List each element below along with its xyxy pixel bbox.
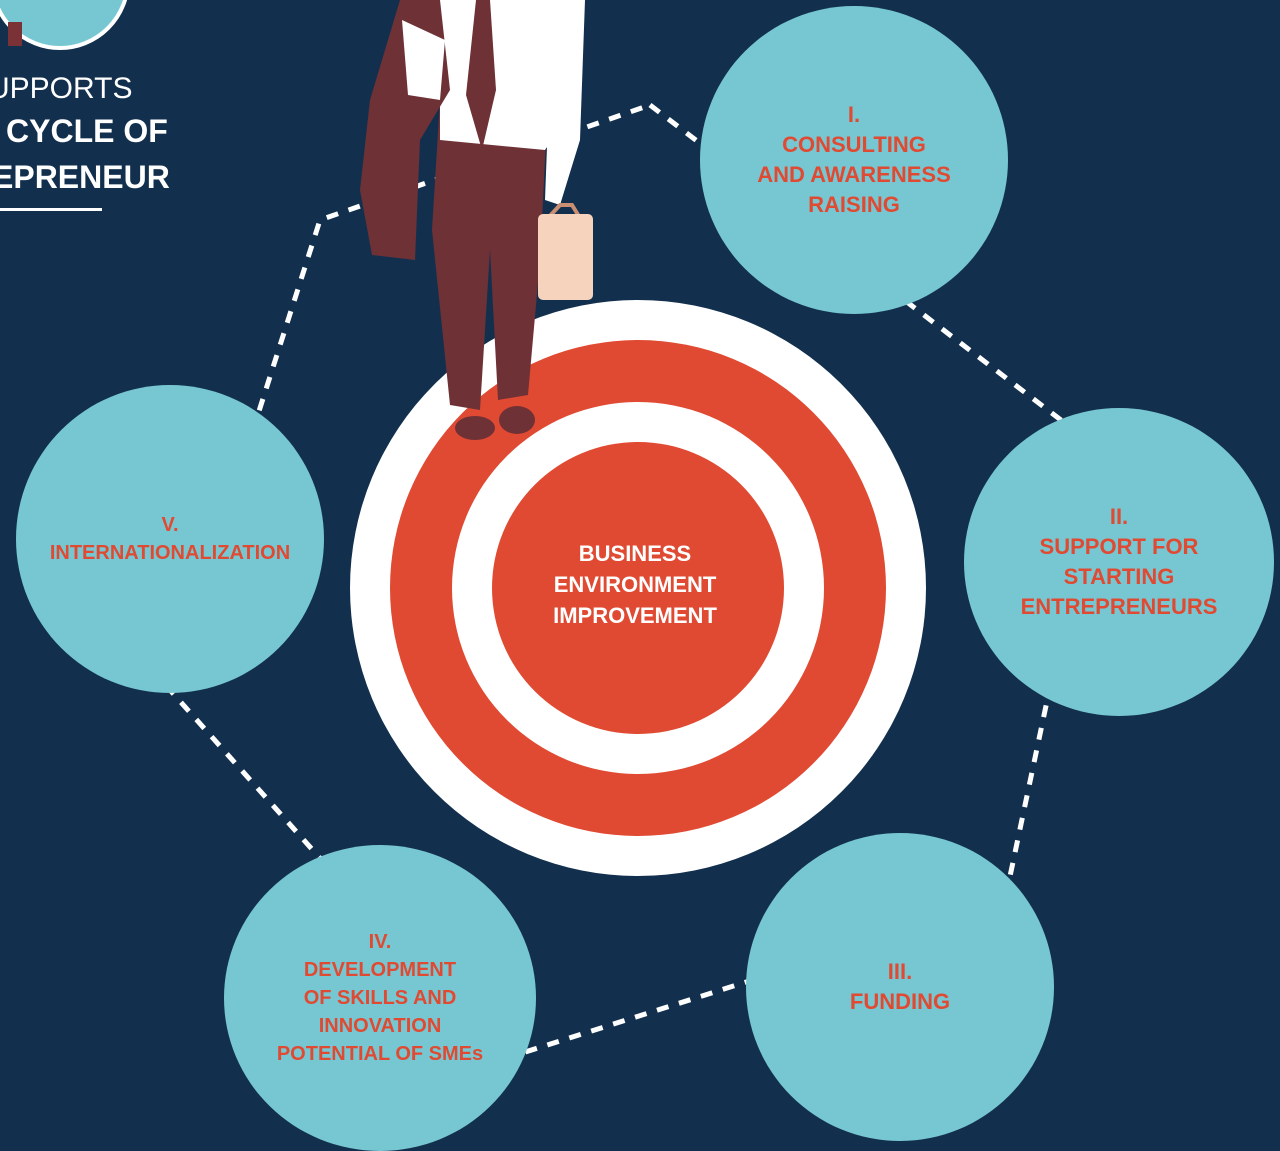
header-line-1: UPPORTS [0, 72, 133, 105]
stage-starting-entrepreneurs-label: II. SUPPORT FOR STARTING ENTREPRENEURS [1020, 504, 1218, 619]
header-line-3: EPRENEUR [0, 159, 170, 195]
stage-internationalization-node: V. INTERNATIONALIZATION [16, 385, 324, 693]
stage-consulting-label: I. CONSULTING AND AWARENESS RAISING [757, 102, 951, 217]
stage-funding-node: III. FUNDING [746, 833, 1054, 1141]
stage-internationalization-label: V. INTERNATIONALIZATION [49, 514, 291, 564]
header-underline [0, 208, 102, 211]
businessman-with-briefcase-icon [360, 0, 593, 440]
cycle-badge-icon [0, 0, 128, 50]
center-label: BUSINESS ENVIRONMENT IMPROVEMENT [553, 541, 717, 628]
stage-funding-label: III. FUNDING [849, 959, 951, 1014]
stage-skills-innovation-label: IV. DEVELOPMENT OF SKILLS AND INNOVATION… [276, 931, 484, 1065]
stage-starting-entrepreneurs-node: II. SUPPORT FOR STARTING ENTREPRENEURS [964, 408, 1274, 716]
header-line-2: CYCLE OF [6, 113, 168, 149]
target-rings [350, 300, 926, 876]
stage-skills-innovation-node: IV. DEVELOPMENT OF SKILLS AND INNOVATION… [224, 845, 536, 1151]
stage-consulting-node: I. CONSULTING AND AWARENESS RAISING [700, 6, 1008, 314]
